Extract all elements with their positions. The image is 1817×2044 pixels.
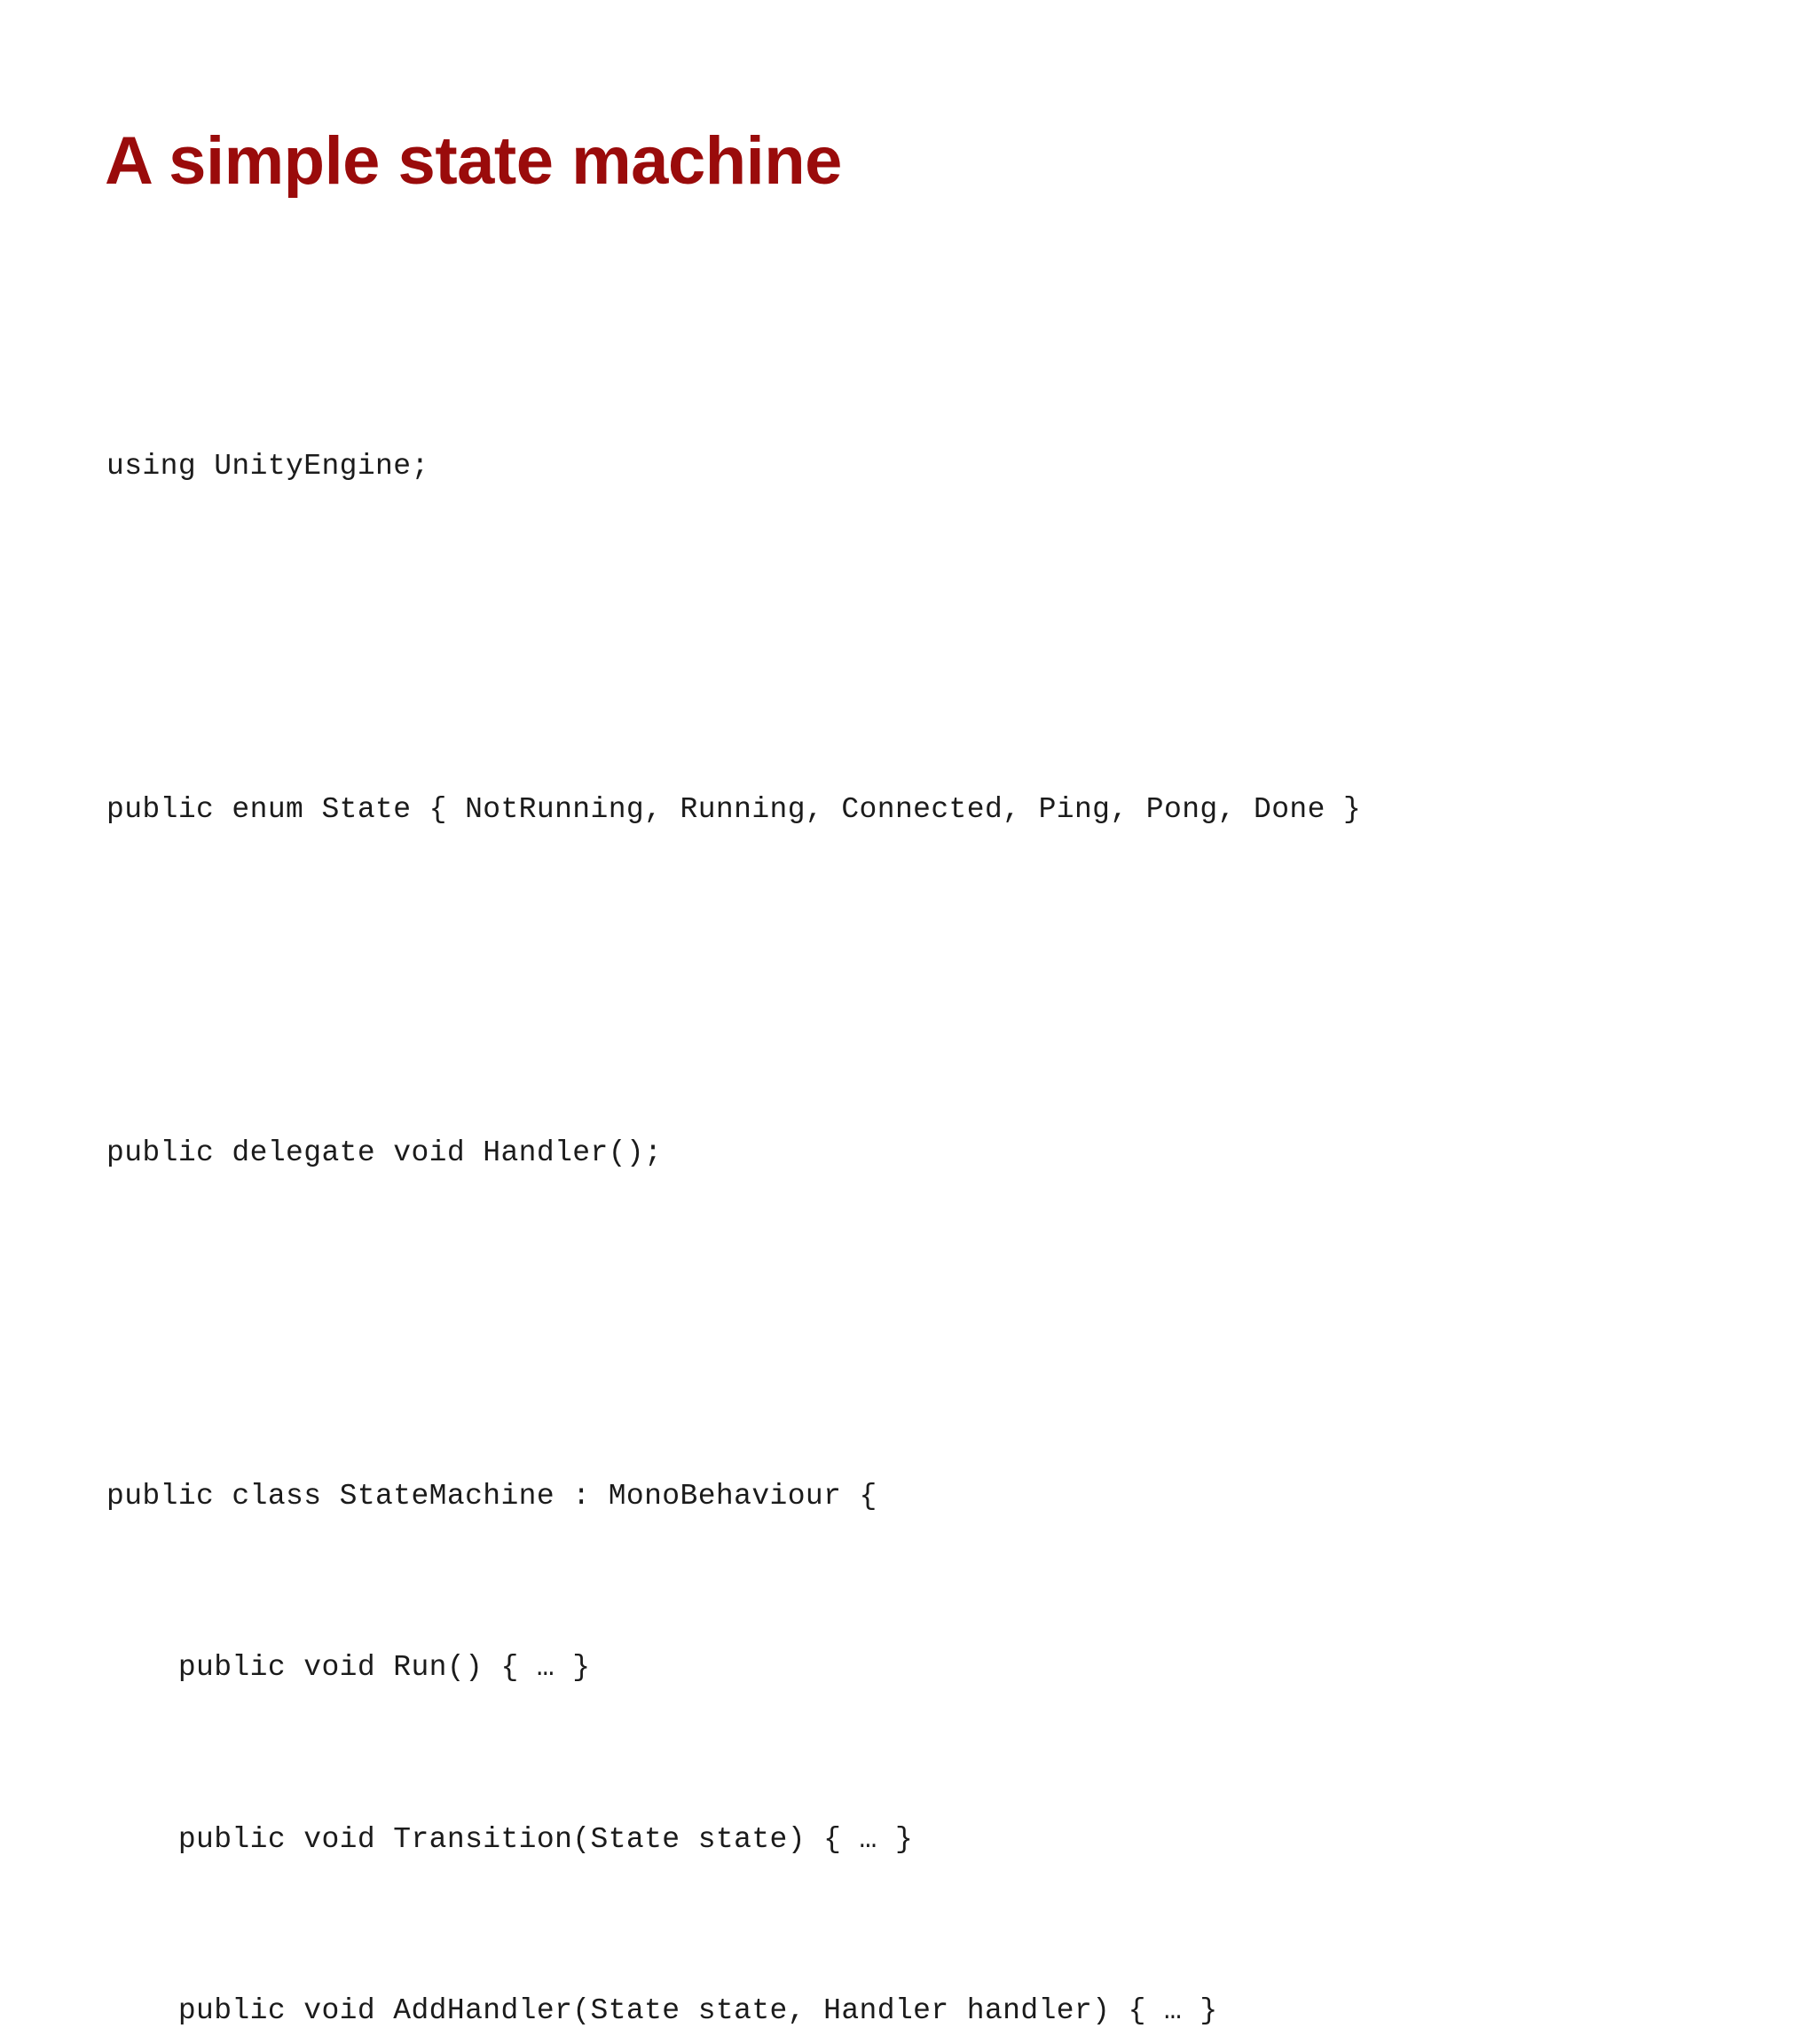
code-block: using UnityEngine; public enum State { N… — [106, 266, 1721, 2044]
code-line: public class StateMachine : MonoBehaviou… — [106, 1479, 877, 1513]
code-line: public enum State { NotRunning, Running,… — [106, 792, 1362, 826]
code-line: public void Transition(State state) { … … — [106, 1822, 914, 1856]
code-line-blank — [106, 953, 1721, 1010]
code-line: public void AddHandler(State state, Hand… — [106, 1994, 1218, 2027]
code-line-blank — [106, 609, 1721, 667]
code-line-blank — [106, 1296, 1721, 1354]
slide: A simple state machine using UnityEngine… — [105, 122, 1361, 2027]
page-title: A simple state machine — [105, 122, 842, 199]
code-line: using UnityEngine; — [106, 449, 429, 483]
code-line: public void Run() { … } — [106, 1651, 591, 1684]
code-line: public delegate void Handler(); — [106, 1136, 663, 1169]
